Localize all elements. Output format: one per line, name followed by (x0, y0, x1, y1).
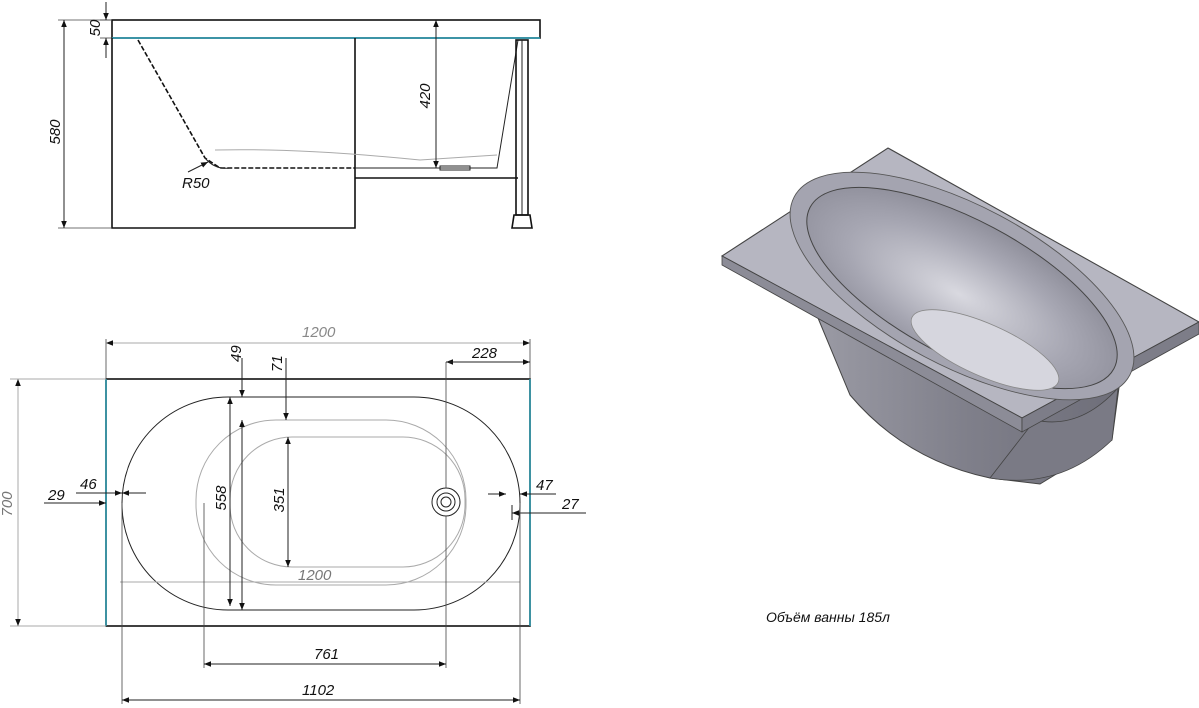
dim-351: 351 (271, 487, 288, 512)
iso-body-front (989, 386, 1119, 481)
side-rim (111, 19, 541, 39)
side-drain (439, 165, 471, 171)
dim-1102: 1102 (302, 682, 335, 699)
drain-inner (436, 492, 456, 512)
iso-bowl (806, 186, 1118, 390)
top-floor-inner (229, 436, 466, 568)
dim-700: 700 (0, 491, 16, 517)
volume-caption: Объём ванны 185л (766, 609, 890, 625)
drain-outer (431, 487, 461, 517)
dim-line-r50 (187, 161, 209, 173)
drain-center (440, 496, 452, 508)
side-view: 580 50 420 R50 (47, 2, 541, 229)
dim-1200-top: 1200 (302, 324, 336, 341)
dim-46: 46 (80, 476, 97, 493)
side-inner-right (355, 39, 519, 169)
dim-420: 420 (417, 83, 434, 109)
dim-49: 49 (228, 345, 245, 362)
top-view: 1200 1200 700 49 71 558 351 228 29 46 (0, 324, 586, 704)
dim-29: 29 (47, 487, 65, 504)
dim-580: 580 (47, 119, 64, 145)
dim-27: 27 (561, 496, 579, 513)
dim-r50: R50 (182, 175, 210, 192)
dim-761: 761 (314, 646, 339, 663)
side-inner-profile (137, 39, 355, 169)
top-floor-outer (195, 419, 467, 586)
dim-71: 71 (269, 355, 286, 372)
dim-50: 50 (87, 19, 104, 36)
dim-1200-inner: 1200 (298, 567, 332, 584)
side-inner-radius (204, 157, 231, 169)
dim-47: 47 (536, 477, 553, 494)
dim-228: 228 (471, 345, 498, 362)
side-foot (511, 214, 533, 229)
side-floor-hint (214, 149, 498, 161)
side-apron (111, 38, 356, 229)
iso-render (720, 147, 1199, 485)
dim-558: 558 (213, 485, 230, 511)
iso-floor (910, 309, 1060, 391)
